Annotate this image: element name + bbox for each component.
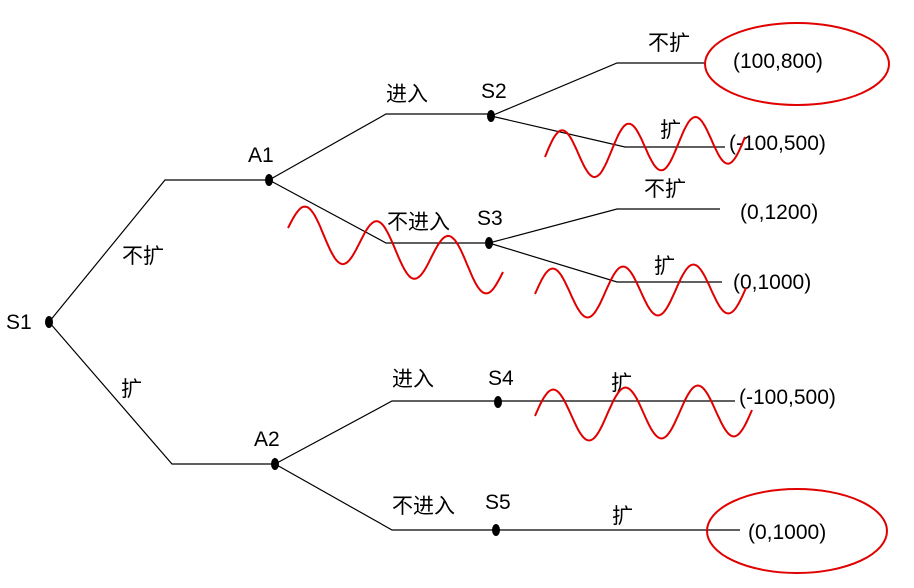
node-s4-dot — [494, 396, 502, 408]
edge-a1-s2 — [268, 113, 491, 181]
edges — [48, 62, 740, 531]
payoff-s4: (-100,500) — [739, 386, 836, 409]
node-s4-label: S4 — [488, 367, 514, 390]
payoffs: (100,800) (-100,500) (0,1200) (0,1000) (… — [729, 50, 836, 544]
edge-label-a2-s4: 进入 — [392, 368, 434, 391]
node-s2-dot — [487, 110, 495, 122]
edge-label-s3-down: 扩 — [654, 255, 675, 278]
highlight-circle-s2-up — [704, 22, 890, 106]
edge-label-s1-a2: 扩 — [121, 378, 142, 401]
node-s1-dot — [45, 316, 53, 328]
edge-label-a2-s5: 不进入 — [392, 495, 455, 518]
node-a2-dot — [271, 458, 279, 470]
edge-label-s5: 扩 — [612, 505, 633, 528]
payoff-s2-up: (100,800) — [733, 50, 823, 73]
strike-wave-a1-s3 — [287, 205, 504, 295]
node-a1-label: A1 — [248, 144, 274, 167]
edge-label-s1-a1: 不扩 — [122, 245, 164, 268]
red-annotations — [287, 22, 890, 574]
node-s1-label: S1 — [6, 311, 32, 334]
edge-label-s3-up: 不扩 — [644, 178, 686, 201]
strike-wave-s2-down — [544, 115, 746, 179]
edge-labels: 不扩 扩 进入 不进入 不扩 扩 不扩 扩 进入 不进入 扩 扩 — [121, 32, 690, 528]
edge-a2-s5 — [274, 463, 496, 531]
edge-s2-down — [490, 115, 725, 148]
edge-s3-up — [488, 208, 720, 244]
edge-label-s4: 扩 — [611, 372, 632, 395]
edge-a2-s4 — [274, 400, 498, 465]
payoff-s2-down: (-100,500) — [729, 132, 826, 155]
node-dots — [45, 110, 502, 536]
payoff-s3-up: (0,1200) — [740, 201, 818, 224]
edge-s1-a2 — [48, 321, 275, 465]
strike-wave-s4 — [534, 384, 753, 442]
node-a1-dot — [265, 174, 273, 186]
node-s5-dot — [492, 524, 500, 536]
edge-s1-a1 — [48, 179, 269, 323]
edge-a1-s3 — [268, 179, 489, 244]
edge-label-a1-s2: 进入 — [386, 83, 428, 106]
payoff-s5: (0,1000) — [748, 521, 826, 544]
node-s3-dot — [485, 237, 493, 249]
edge-label-s2-down: 扩 — [660, 119, 681, 142]
node-s5-label: S5 — [485, 491, 511, 514]
node-s3-label: S3 — [477, 207, 503, 230]
node-a2-label: A2 — [254, 428, 280, 451]
edge-label-s2-up: 不扩 — [648, 32, 690, 55]
edge-s2-up — [490, 62, 705, 117]
node-s2-label: S2 — [481, 80, 507, 103]
edge-s3-down — [488, 242, 722, 283]
strike-wave-s3-down — [534, 263, 747, 319]
node-labels: S1 A1 A2 S2 S3 S4 S5 — [6, 80, 514, 514]
payoff-s3-down: (0,1000) — [733, 271, 811, 294]
highlight-circle-s5 — [706, 488, 888, 574]
edge-label-a1-s3: 不进入 — [387, 211, 450, 234]
